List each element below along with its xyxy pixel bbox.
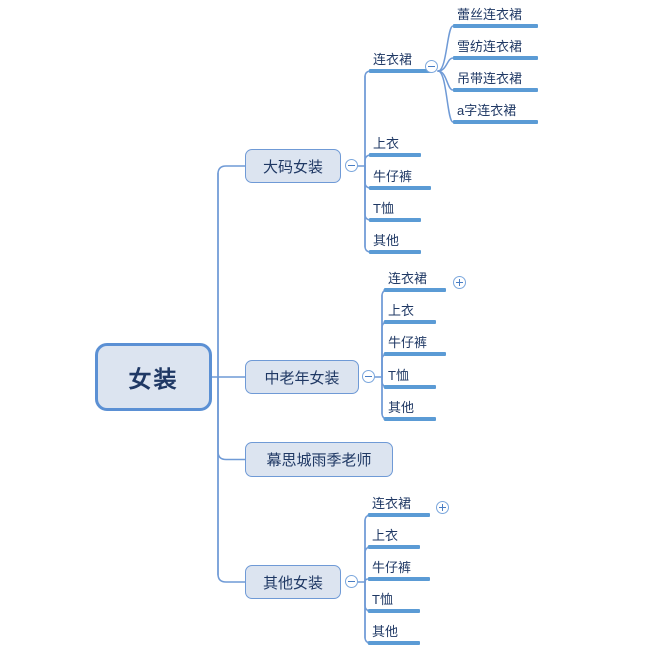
leaf-underline [369, 153, 421, 157]
leaf-node-b2c1[interactable]: 连衣裙 [384, 272, 450, 292]
leaf-label: a字连衣裙 [457, 103, 517, 118]
minus-circle-icon[interactable] [345, 159, 358, 172]
branch-node-b4[interactable]: 其他女装 [245, 565, 341, 599]
branch-label: 中老年女装 [264, 369, 340, 387]
leaf-label: 雪纺连衣裙 [457, 39, 523, 54]
leaf-node-b1c1g2[interactable]: 雪纺连衣裙 [453, 40, 542, 60]
leaf-node-b2c5[interactable]: 其他 [384, 401, 440, 421]
leaf-label: T恤 [372, 592, 393, 607]
leaf-label: 牛仔裤 [388, 335, 428, 350]
root-label: 女装 [128, 366, 179, 392]
leaf-underline [368, 513, 430, 517]
branch-label: 幕思城雨季老师 [266, 452, 372, 469]
plus-circle-icon[interactable] [436, 501, 449, 514]
leaf-node-b4c4[interactable]: T恤 [368, 593, 424, 613]
leaf-underline [384, 320, 436, 324]
leaf-label: 牛仔裤 [372, 560, 412, 575]
leaf-node-b1c4[interactable]: T恤 [369, 202, 425, 222]
root-node[interactable]: 女装 [95, 343, 212, 411]
leaf-label: 其他 [372, 624, 399, 639]
leaf-node-b4c5[interactable]: 其他 [368, 625, 424, 645]
leaf-underline [453, 56, 538, 60]
leaf-node-b1c3[interactable]: 牛仔裤 [369, 170, 435, 190]
branch-node-b2[interactable]: 中老年女装 [245, 360, 359, 394]
leaf-node-b4c1[interactable]: 连衣裙 [368, 497, 434, 517]
leaf-underline [369, 218, 421, 222]
leaf-underline [368, 577, 430, 581]
leaf-underline [384, 417, 436, 421]
branch-node-b3[interactable]: 幕思城雨季老师 [245, 442, 393, 477]
leaf-label: 连衣裙 [372, 496, 412, 511]
minus-circle-icon[interactable] [425, 60, 438, 73]
leaf-label: T恤 [373, 201, 394, 216]
leaf-label: 其他 [373, 233, 400, 248]
minus-circle-icon[interactable] [345, 575, 358, 588]
leaf-node-b2c4[interactable]: T恤 [384, 369, 440, 389]
leaf-underline [384, 288, 446, 292]
leaf-label: 连衣裙 [373, 52, 413, 67]
leaf-underline [369, 250, 421, 254]
leaf-label: 上衣 [388, 303, 415, 318]
leaf-label: 牛仔裤 [373, 169, 413, 184]
leaf-underline [453, 120, 538, 124]
leaf-underline [384, 352, 446, 356]
leaf-label: 连衣裙 [388, 271, 428, 286]
leaf-node-b2c2[interactable]: 上衣 [384, 304, 440, 324]
branch-label: 其他女装 [262, 574, 323, 592]
leaf-node-b4c3[interactable]: 牛仔裤 [368, 561, 434, 581]
leaf-node-b1c2[interactable]: 上衣 [369, 137, 425, 157]
leaf-node-b1c1g3[interactable]: 吊带连衣裙 [453, 72, 542, 92]
leaf-label: 上衣 [372, 528, 399, 543]
leaf-node-b4c2[interactable]: 上衣 [368, 529, 424, 549]
plus-circle-icon[interactable] [453, 276, 466, 289]
leaf-node-b1c1g4[interactable]: a字连衣裙 [453, 104, 542, 124]
minus-circle-icon[interactable] [362, 370, 375, 383]
leaf-underline [368, 641, 420, 645]
leaf-label: 蕾丝连衣裙 [457, 7, 523, 22]
leaf-node-b1c1g1[interactable]: 蕾丝连衣裙 [453, 8, 542, 28]
leaf-node-b1c5[interactable]: 其他 [369, 234, 425, 254]
branch-node-b1[interactable]: 大码女装 [245, 149, 341, 183]
leaf-underline [368, 609, 420, 613]
leaf-node-b2c3[interactable]: 牛仔裤 [384, 336, 450, 356]
leaf-underline [369, 69, 431, 73]
branch-label: 大码女装 [262, 158, 323, 176]
leaf-label: 吊带连衣裙 [457, 71, 523, 86]
leaf-underline [368, 545, 420, 549]
leaf-underline [453, 88, 538, 92]
leaf-underline [453, 24, 538, 28]
leaf-underline [384, 385, 436, 389]
leaf-node-b1c1[interactable]: 连衣裙 [369, 53, 435, 73]
leaf-label: 其他 [388, 400, 415, 415]
leaf-label: T恤 [388, 368, 409, 383]
leaf-label: 上衣 [373, 136, 400, 151]
leaf-underline [369, 186, 431, 190]
